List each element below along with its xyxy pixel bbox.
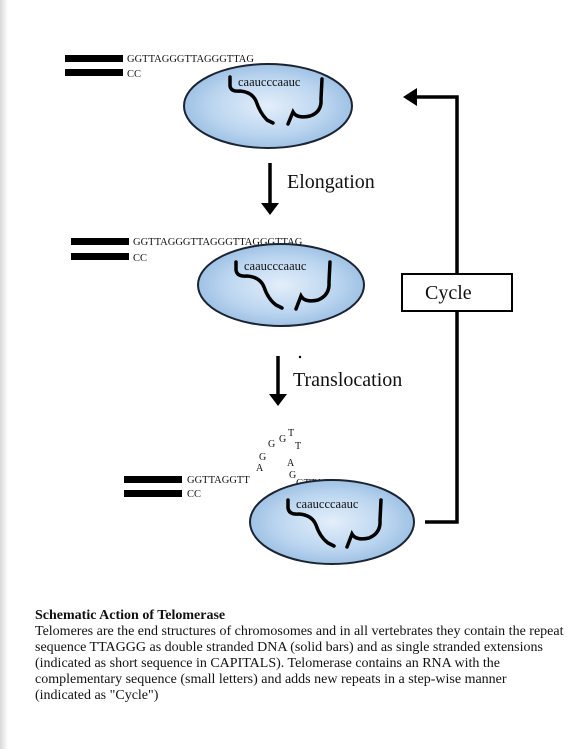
caption-body: Telomeres are the end structures of chro… (35, 624, 564, 703)
cycle-label: Cycle (425, 282, 472, 304)
dna-bar-bottom (124, 490, 182, 497)
rna-strand-right (286, 77, 324, 126)
dna-bar-top (124, 476, 182, 483)
rna-template-sequence: caaucccaauc (238, 75, 301, 89)
rna-strand-left (234, 260, 284, 310)
strand-top-sequence: GGTTAGGGTTAGGGTTAGGGTTAG (133, 237, 303, 248)
strand-bottom-sequence: CC (133, 253, 147, 264)
loop-letter: T (295, 441, 301, 452)
telomerase-enzyme (249, 479, 415, 565)
rna-strand-left (286, 498, 336, 548)
elongation-label: Elongation (287, 171, 375, 193)
dna-bar-bottom (65, 69, 123, 76)
loop-letter: G (259, 452, 266, 463)
strand-top-sequence: GGTTAGGTT (187, 475, 250, 486)
speck (298, 355, 302, 359)
rna-strand-left (228, 75, 275, 125)
rna-strand-right (294, 260, 332, 311)
loop-letter: A (287, 458, 295, 469)
figure-caption: Schematic Action of Telomerase Telomeres… (35, 608, 565, 704)
loop-letter: A (256, 463, 264, 474)
elongation-step: Elongation (261, 163, 375, 215)
telomerase-enzyme (183, 63, 353, 149)
telomerase-diagram: GGTTAGGGTTAGGGTTAG CC caaucccaauc Elonga… (65, 54, 513, 565)
translocation-step: Translocation (269, 355, 402, 406)
loop-letter: G (289, 470, 296, 481)
caption-title: Schematic Action of Telomerase (35, 608, 226, 623)
translocation-label: Translocation (293, 369, 402, 391)
rna-strand-right (345, 498, 383, 549)
stage-2: GGTTAGGGTTAGGGTTAGGGTTAG CC caaucccaauc (71, 237, 365, 327)
strand-bottom-sequence: CC (187, 489, 201, 500)
dna-bar-top (71, 238, 129, 245)
strand-bottom-sequence: CC (127, 69, 141, 80)
dna-bar-top (65, 55, 123, 62)
loop-letter: G (268, 439, 275, 450)
rna-template-sequence: caaucccaauc (244, 259, 307, 273)
scan-edge-shadow (0, 0, 8, 749)
stage-3: GGTTAGGTT CC A G G G T T A G GTTAG caauc… (124, 428, 415, 565)
cycle-box (401, 273, 513, 312)
loop-letter: T (288, 428, 294, 439)
stage-1: GGTTAGGGTTAGGGTTAG CC caaucccaauc (65, 54, 353, 149)
strand-top-sequence: GGTTAGGGTTAGGGTTAG (127, 54, 254, 65)
telomerase-enzyme (197, 243, 365, 327)
left-arrow-icon (403, 88, 417, 106)
down-arrow-icon (261, 203, 279, 215)
rna-template-sequence: caaucccaauc (296, 497, 359, 511)
cycle-loop: Cycle (401, 88, 513, 524)
down-arrow-icon (269, 394, 287, 406)
loop-letter: G (279, 434, 286, 445)
dna-bar-bottom (71, 253, 129, 260)
